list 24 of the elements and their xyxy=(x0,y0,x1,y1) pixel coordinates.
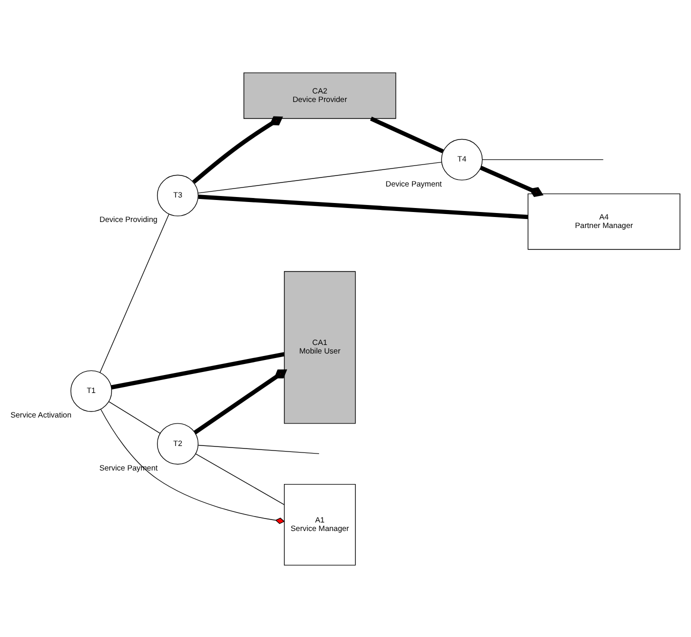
connector xyxy=(198,444,320,454)
node-box: CA1 Mobile User xyxy=(284,270,356,424)
connector xyxy=(100,408,285,524)
node-circle: T1 xyxy=(70,370,112,412)
connector xyxy=(100,213,170,372)
node-circle: T3 xyxy=(157,174,198,216)
connector xyxy=(198,161,442,193)
node-box: CA2 Device Provider xyxy=(244,72,396,118)
connector xyxy=(370,116,444,153)
connector xyxy=(482,158,604,160)
connector xyxy=(194,368,288,434)
connector xyxy=(480,165,544,196)
connector xyxy=(110,352,285,389)
connector xyxy=(192,116,284,184)
node-label: Device Providing xyxy=(100,214,158,224)
node-label: Device Payment xyxy=(386,178,442,188)
connector xyxy=(198,194,528,219)
connector xyxy=(195,452,285,505)
node-label: Service Activation xyxy=(10,410,72,420)
node-box: A4 Partner Manager xyxy=(528,192,680,250)
node-circle: T4 xyxy=(441,138,483,180)
connector xyxy=(108,400,160,434)
node-circle: T2 xyxy=(157,422,198,464)
node-box: A1 Service Manager xyxy=(284,483,356,566)
